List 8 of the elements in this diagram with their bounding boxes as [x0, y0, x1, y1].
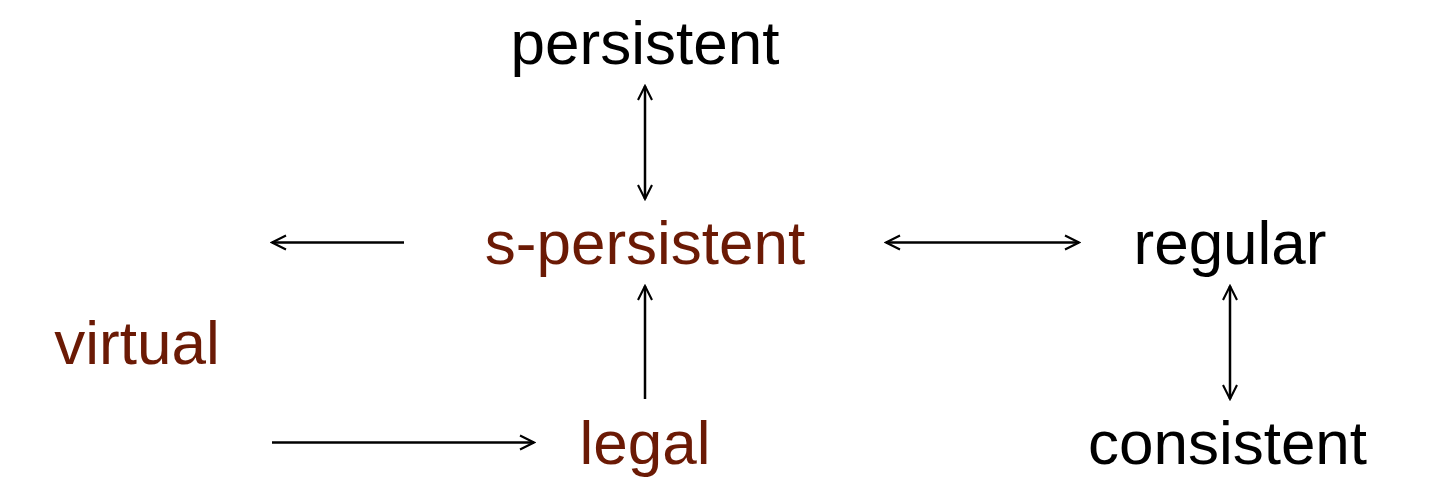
implication-arrow: [1221, 284, 1239, 401]
implication-arrow: [270, 234, 404, 251]
implication-arrow: [636, 84, 654, 201]
term-label: virtual: [54, 311, 220, 374]
implication-arrow: [884, 234, 1081, 251]
implication-arrow: [272, 434, 536, 451]
term-label: consistent: [1087, 411, 1368, 474]
implication-arrow: [636, 284, 654, 399]
